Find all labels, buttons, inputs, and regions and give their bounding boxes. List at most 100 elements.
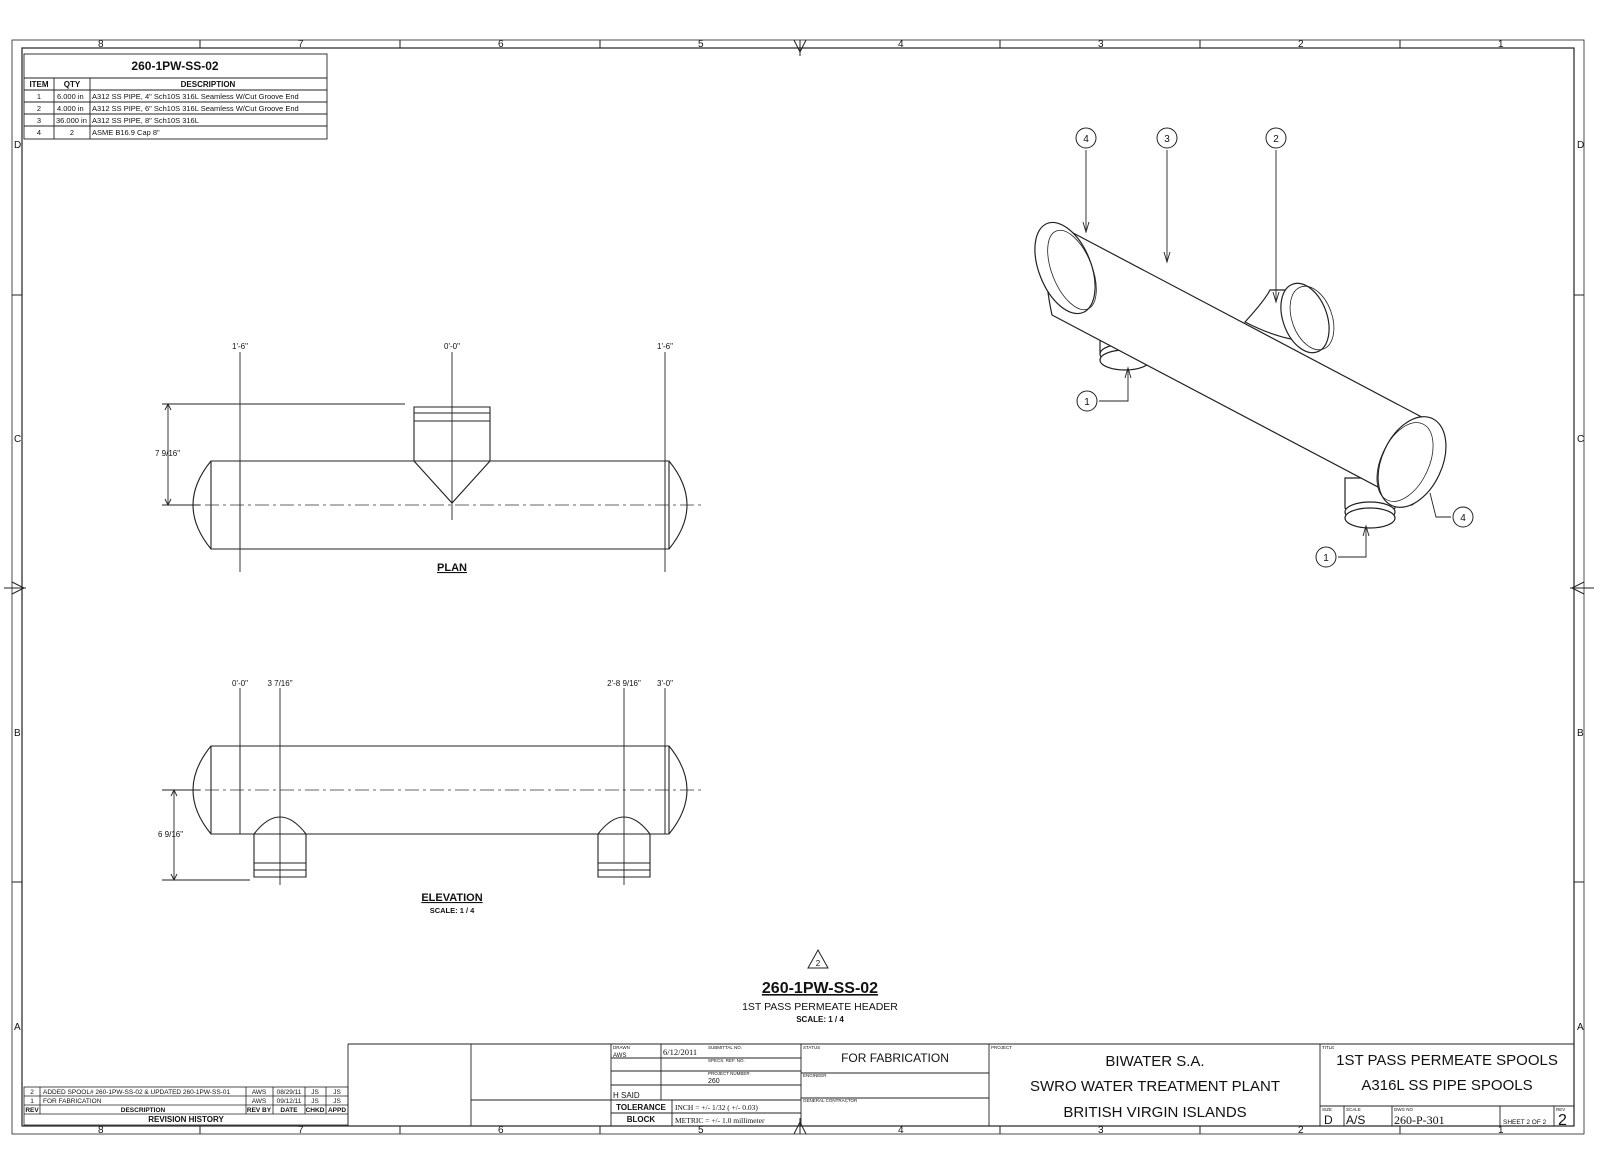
plan-label: PLAN [437,562,467,574]
zone-number: 4 [898,39,904,50]
center-arrows [4,39,1594,1135]
bottom-zone-numbers: 8 7 6 5 4 3 2 1 [98,1125,1504,1136]
balloon-label: 1 [1084,397,1090,408]
revision-desc: ADDED SPOOL# 260-1PW-SS-02 & UPDATED 260… [43,1089,231,1096]
balloon-label: 3 [1164,134,1170,145]
tolerance-block-label: BLOCK [627,1115,656,1124]
revision-triangle-number: 2 [816,959,821,968]
bom-qty: 6.000 in [57,92,84,101]
zone-number: 1 [1498,1125,1504,1136]
bom-header-qty: QTY [64,80,81,89]
revision-history: 2 ADDED SPOOL# 260-1PW-SS-02 & UPDATED 2… [23,1086,349,1126]
bom-desc: ASME B16.9 Cap 8" [92,128,160,137]
revision-triangle-icon [807,948,829,969]
iso-balloons [1075,127,1474,568]
bom-item: 3 [37,116,41,125]
bom-item: 4 [37,128,41,137]
zone-letter: D [1577,140,1584,151]
zone-number: 2 [1298,39,1304,50]
bom-desc: A312 SS PIPE, 4" Sch10S 316L Seamless W/… [92,92,299,101]
revision-header-description: DESCRIPTION [121,1107,166,1114]
revision-header-by: REV BY [247,1107,272,1114]
zone-number: 5 [698,39,704,50]
spool-title-scale: SCALE: 1 / 4 [796,1015,844,1024]
bom-desc: A312 SS PIPE, 6" Sch10S 316L Seamless W/… [92,104,299,113]
bill-of-materials: 260-1PW-SS-02 ITEM QTY DESCRIPTION 1 6.0… [23,53,328,140]
spec-ref-label: SPECS. REF. NO. [708,1058,745,1063]
project-number-value: 260 [708,1078,720,1085]
drawing-title-line-2: A316L SS PIPE SPOOLS [1361,1077,1532,1094]
revision-header-appd: APPD [328,1107,346,1114]
size-label: SIZE [1322,1107,1332,1112]
top-zone-numbers: 8 7 6 5 4 3 2 1 [98,39,1504,50]
status-label: STATUS [803,1045,820,1050]
spool-title: 2 260-1PW-SS-02 1ST PASS PERMEATE HEADER… [742,948,898,1024]
balloon-label: 1 [1323,553,1329,564]
balloon-label: 2 [1273,134,1279,145]
elevation-dim-d: 3'-0" [657,679,673,688]
zone-number: 7 [298,1125,304,1136]
scale-label: SCALE [1346,1107,1361,1112]
spool-title-subtitle: 1ST PASS PERMEATE HEADER [742,1001,898,1013]
size-value: D [1324,1113,1333,1127]
tolerance-metric: METRIC = +/- 1.0 millimeter [675,1116,765,1125]
plan-dim-left: 1'-6" [232,342,248,351]
revision-chkd: JS [311,1089,319,1096]
plan-dim-right: 1'-6" [657,342,673,351]
balloon-item-2 [1265,127,1287,149]
bom-qty: 4.000 in [57,104,84,113]
title-label: TITLE [1322,1045,1334,1050]
zone-letter: A [1577,1022,1584,1033]
plan-dim-height: 7 9/16" [155,449,180,458]
balloon-item-3 [1156,127,1178,149]
zone-number: 1 [1498,39,1504,50]
zone-number: 8 [98,1125,104,1136]
zone-letter: D [14,140,21,151]
zone-number: 3 [1098,1125,1104,1136]
bom-item: 2 [37,104,41,113]
iso-branch-2 [1244,282,1335,354]
revision-by: AWS [252,1089,267,1096]
project-number-label: PROJECT NUMBER [708,1071,750,1076]
balloon-label: 4 [1083,134,1089,145]
engineer-label: ENGINEER [803,1073,827,1078]
zone-letter: C [1577,434,1584,445]
bom-qty: 2 [70,128,74,137]
bom-header-description: DESCRIPTION [181,80,236,89]
approved-by-value: H SAID [613,1091,640,1100]
revision-rev: 1 [30,1098,34,1105]
bom-title: 260-1PW-SS-02 [131,59,218,73]
balloon-label: 4 [1460,513,1466,524]
iso-leaders [1082,150,1451,558]
revision-history-title: REVISION HISTORY [148,1115,224,1124]
zone-number: 6 [498,1125,504,1136]
revision-rev: 2 [30,1089,34,1096]
project-label: PROJECT [991,1045,1012,1050]
zone-number: 2 [1298,1125,1304,1136]
balloon-item-1 [1315,546,1337,568]
title-block: DRAWN SUBMITTAL NO. SPECS. REF. NO. PROJ… [347,1043,1574,1129]
zone-letter: B [14,728,21,739]
revision-appd: JS [333,1098,341,1105]
elevation-dim-c: 2'-8 9/16" [607,679,641,688]
revision-header-date: DATE [280,1107,298,1114]
revision-desc: FOR FABRICATION [43,1098,102,1105]
elevation-dim-height: 6 9/16" [158,830,183,839]
contractor-label: GENERAL CONTRACTOR [803,1098,858,1103]
bom-item: 1 [37,92,41,101]
revision-date: 09/12/11 [277,1098,302,1105]
iso-branch-1-right [1344,477,1396,529]
zone-number: 4 [898,1125,904,1136]
elevation-scale: SCALE: 1 / 4 [430,906,475,915]
zone-number: 8 [98,39,104,50]
border-ticks [12,40,1584,1134]
rev-label: REV [1556,1107,1565,1112]
revision-date: 08/29/11 [277,1089,302,1096]
zone-number: 5 [698,1125,704,1136]
revision-appd: JS [333,1089,341,1096]
tolerance-label: TOLERANCE [616,1103,666,1112]
balloon-item-4 [1452,506,1474,528]
elevation-dim-a: 0'-0" [232,679,248,688]
zone-number: 3 [1098,39,1104,50]
